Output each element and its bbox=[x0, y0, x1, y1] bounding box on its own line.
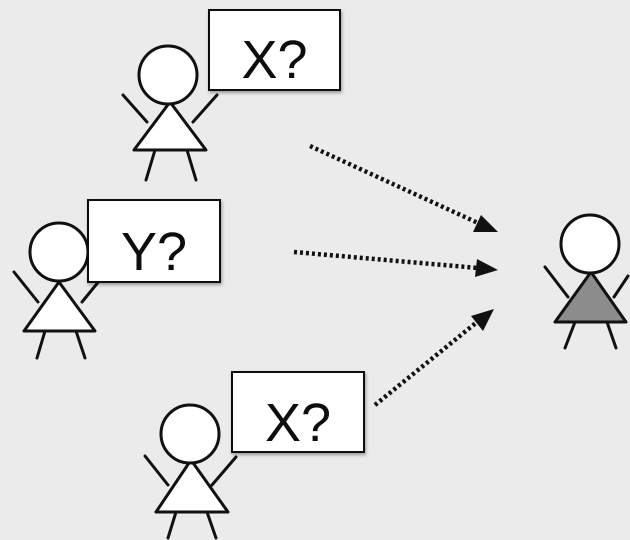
arrow-from-asker-1 bbox=[309, 143, 498, 232]
speech-box-1: X? bbox=[208, 9, 341, 91]
asker-head-2 bbox=[28, 221, 90, 283]
asker-figure-1 bbox=[121, 44, 219, 182]
asker-head-1 bbox=[137, 44, 199, 106]
asker-body-3 bbox=[154, 458, 230, 514]
target-body bbox=[553, 270, 628, 324]
arrow-from-asker-3 bbox=[373, 309, 494, 407]
question-label-3: X? bbox=[265, 393, 331, 453]
asker-body-2 bbox=[22, 280, 97, 333]
question-label-1: X? bbox=[241, 30, 307, 90]
arrowhead-2 bbox=[475, 259, 498, 277]
arrowhead-1 bbox=[473, 215, 498, 232]
speech-box-3: X? bbox=[231, 371, 365, 453]
arrow-from-asker-2 bbox=[293, 249, 498, 277]
arrowhead-3 bbox=[471, 309, 494, 331]
asker-figure-3 bbox=[143, 403, 238, 540]
target-head bbox=[559, 213, 621, 275]
target-figure bbox=[543, 213, 630, 350]
asker-head-3 bbox=[159, 403, 221, 465]
question-label-2: Y? bbox=[121, 222, 187, 282]
speech-box-2: Y? bbox=[87, 199, 221, 283]
asker-body-1 bbox=[132, 100, 208, 152]
